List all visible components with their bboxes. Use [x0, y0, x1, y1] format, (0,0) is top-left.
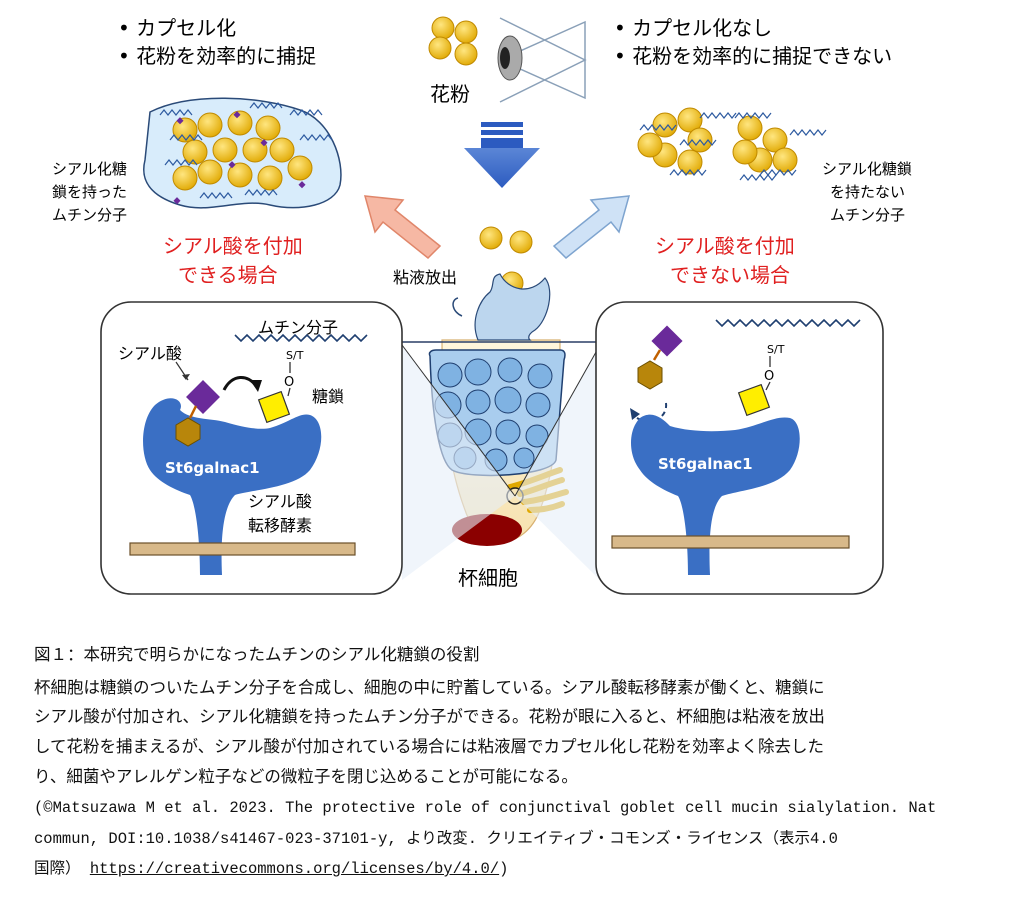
left-mucin-label-line3: ムチン分子 — [52, 206, 127, 224]
reference-line3: 国際） https://creativecommons.org/licenses… — [34, 855, 979, 884]
condition-sialic-not-added-line1: シアル酸を付加 — [655, 234, 795, 258]
reference-suffix: ) — [499, 860, 508, 878]
right-bullet-inefficient-capture: • 花粉を効率的に捕捉できない — [614, 44, 892, 68]
reference-prefix: 国際） — [34, 860, 81, 878]
downward-arrow — [464, 122, 540, 188]
reference-line1: (©Matsuzawa M et al. 2023. The protectiv… — [34, 794, 979, 823]
left-mucin-label-line2: 鎖を持った — [52, 183, 127, 201]
figure-caption-line4: り、細菌やアレルゲン粒子などの微粒子を閉じ込めることが可能になる。 — [34, 762, 979, 791]
pollen-label: 花粉 — [430, 82, 470, 106]
eye-icon — [498, 18, 585, 102]
left-o-label: O — [284, 375, 294, 390]
arrow-to-no-encapsulation — [554, 196, 629, 258]
sialic-acid-label: シアル酸 — [118, 344, 182, 363]
goblet-cell-label: 杯細胞 — [458, 566, 518, 590]
figure-caption-title: 図１：本研究で明らかになったムチンのシアル化糖鎖の役割 — [34, 640, 979, 669]
license-link[interactable]: https://creativecommons.org/licenses/by/… — [90, 860, 499, 878]
right-membrane — [612, 536, 849, 548]
arrow-to-encapsulation — [365, 196, 440, 258]
left-enzyme-name: St6galnac1 — [165, 459, 260, 477]
mucin-molecule-label: ムチン分子 — [258, 318, 338, 337]
left-bullet-efficient-capture: • 花粉を効率的に捕捉 — [118, 44, 316, 68]
figure-caption-line2: シアル酸が付加され、シアル化糖鎖を持ったムチン分子ができる。花粉が眼に入ると、杯… — [34, 702, 979, 731]
right-o-label: O — [764, 369, 774, 384]
left-mucin-label-line1: シアル化糖 — [52, 160, 127, 178]
mucus-release-label: 粘液放出 — [393, 268, 457, 287]
transferase-label-line2: 転移酵素 — [248, 516, 312, 535]
reference-line2: commun, DOI:10.1038/s41467-023-37101-y, … — [34, 825, 979, 854]
right-bullet-no-encapsulation: • カプセル化なし — [614, 16, 772, 40]
mucin-sialylation-diagram: • カプセル化 • 花粉を効率的に捕捉 シアル化糖 鎖を持った ムチン分子 花粉… — [0, 0, 1013, 620]
right-mucin-label-line1: シアル化糖鎖 — [822, 160, 912, 178]
right-st-label: S/T — [767, 343, 785, 356]
pollen-icon-group — [429, 17, 477, 65]
condition-sialic-added-line1: シアル酸を付加 — [163, 234, 303, 258]
figure-caption-line3: して花粉を捕まえるが、シアル酸が付加されている場合には粘液層でカプセル化し花粉を… — [34, 732, 979, 761]
sugar-chain-label: 糖鎖 — [312, 387, 344, 406]
left-st-label: S/T — [286, 349, 304, 362]
condition-sialic-added-line2: できる場合 — [178, 263, 278, 287]
right-mucin-label-line3: ムチン分子 — [830, 206, 905, 224]
figure-caption-line1: 杯細胞は糖鎖のついたムチン分子を合成し、細胞の中に貯蓄している。シアル酸転移酵素… — [34, 673, 979, 702]
right-mucin-label-line2: を持たない — [830, 183, 905, 201]
left-membrane — [130, 543, 355, 555]
left-bullet-encapsulation: • カプセル化 — [118, 16, 236, 40]
right-enzyme-name: St6galnac1 — [658, 455, 753, 473]
free-pollen-cluster — [638, 108, 826, 180]
transferase-label-line1: シアル酸 — [248, 492, 312, 511]
condition-sialic-not-added-line2: できない場合 — [670, 263, 790, 287]
